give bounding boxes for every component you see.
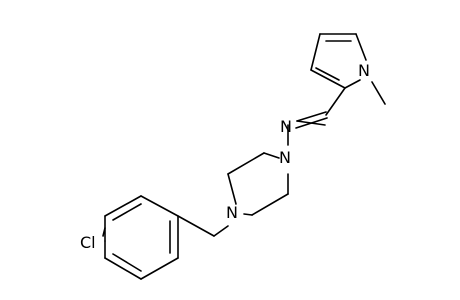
bond-ring-c2-c3 <box>104 195 142 217</box>
bond-ch2-n <box>213 225 229 237</box>
bond-ring-ch2 <box>177 215 215 237</box>
bond-imine-double-b <box>295 117 328 129</box>
piperazine-ring <box>227 152 289 216</box>
bond-ring-c5-c6 <box>140 257 179 280</box>
chlorine-label: Cl <box>80 233 96 252</box>
bond-n-methyl <box>371 81 386 105</box>
piperazine-n-top-label: N <box>279 148 291 167</box>
piperazine-n-bottom-label: N <box>226 203 238 222</box>
bond-pip-c1-c2 <box>227 152 265 175</box>
pyrrole-n-label: N <box>358 61 370 80</box>
bond-pip-c4-n4 <box>243 213 253 216</box>
pyrrole-ring <box>310 33 367 89</box>
bond-c-cl <box>102 227 106 237</box>
bond-ring-c6-c1 <box>104 257 142 280</box>
bond-pyr-c2-c3 <box>310 69 346 89</box>
bond-imine-double-a <box>296 111 327 122</box>
bond-pyr-c5-n <box>355 33 367 61</box>
bond-pip-c3-c4 <box>251 193 289 216</box>
bond-ring-c3-c4 <box>140 195 179 217</box>
bond-pyr-double-1 <box>315 67 340 81</box>
imine-n-label: N <box>280 117 292 136</box>
chlorophenyl-ring <box>104 195 179 280</box>
bond-pyr-c3-c4 <box>310 33 321 71</box>
bond-ch-pyrrole <box>325 87 346 116</box>
bond-ring-inner-1 <box>112 203 142 221</box>
bond-ring-inner-3 <box>112 253 142 272</box>
bond-pip-n4-c1 <box>227 173 237 205</box>
bond-pyr-n-c2 <box>344 79 361 89</box>
bond-pip-c2-n1 <box>263 152 280 159</box>
